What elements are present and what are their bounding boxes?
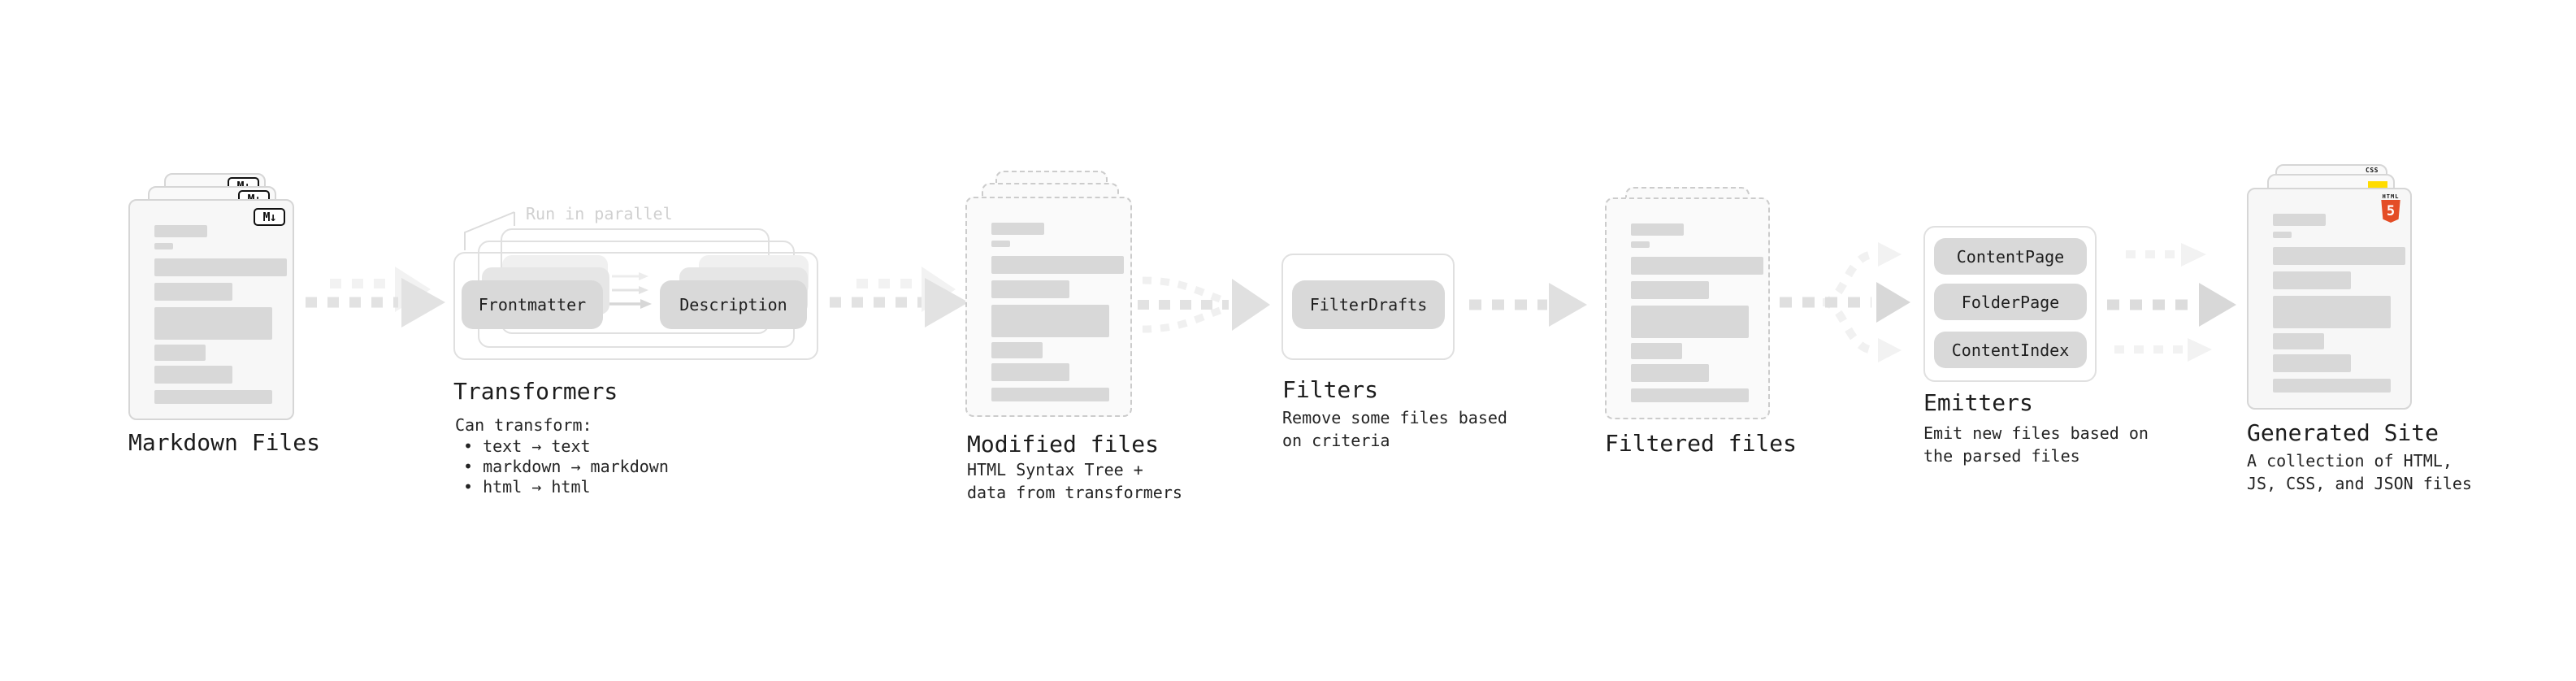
filters-box: FilterDrafts [1281,254,1455,360]
doc-content-placeholder [1631,223,1763,402]
flow-arrow-filters-to-filtered [1469,283,1587,327]
stage-title-modified-files: Modified files [967,431,1160,458]
transformers-bullet: • html → html [463,477,591,497]
flow-arrow-filtered-to-emitters [1780,242,1910,362]
doc-content-placeholder [991,223,1124,401]
modified-file-card [965,197,1132,417]
flow-arrow-emitters-to-site [2107,243,2236,362]
pill-description: Description [660,280,807,329]
pill-folderpage: FolderPage [1934,284,2087,320]
run-in-parallel-annotation: Run in parallel [526,204,673,223]
parallel-box-front [453,252,818,360]
generated-site-desc: A collection of HTML,JS, CSS, and JSON f… [2247,451,2472,493]
doc-content-placeholder [2273,214,2405,393]
stage-title-filtered-files: Filtered files [1605,430,1798,457]
transform-flow-arrows [609,272,652,309]
doc-content-placeholder [154,225,287,404]
pill-filterdrafts: FilterDrafts [1292,280,1445,329]
transformers-bullet: • text → text [463,436,591,456]
annotation-leader-line [464,211,515,250]
transformers-bullet: • markdown → markdown [463,457,669,476]
js-badge [2368,181,2387,190]
stage-title-generated-site: Generated Site [2247,419,2439,446]
generated-site-stack: CSS HTML 5 [2247,164,2413,410]
markdown-file-card-front: M↓ [128,199,294,420]
filtered-files-stack [1605,187,1770,423]
html5-shield-icon: 5 [2381,200,2400,223]
flow-arrow-modified-to-filters [1138,276,1270,333]
emitters-box: ContentPage FolderPage ContentIndex [1923,226,2097,382]
html5-badge: HTML 5 [2380,193,2401,223]
stage-title-filters: Filters [1282,376,1379,403]
pill-contentindex: ContentIndex [1934,332,2087,368]
site-file-card-html: HTML 5 [2247,188,2412,410]
stage-title-transformers: Transformers [453,378,618,405]
transformers-group: Frontmatter Description [447,203,837,366]
stage-title-markdown-files: Markdown Files [128,429,321,456]
markdown-file-stack: M↓ M↓ M↓ [128,173,294,420]
transformers-desc-heading: Can transform: [455,415,592,435]
flow-arrow-markdown-to-transformers [306,267,445,327]
filtered-file-card [1605,197,1770,419]
pill-contentpage: ContentPage [1934,238,2087,275]
markdown-logo-icon: M↓ [254,208,285,226]
pill-frontmatter: Frontmatter [462,280,603,329]
stage-title-emitters: Emitters [1923,389,2033,416]
flow-arrow-transformers-to-modified [830,267,969,327]
modified-files-desc: HTML Syntax Tree +data from transformers [967,460,1182,502]
modified-files-stack [965,171,1132,419]
